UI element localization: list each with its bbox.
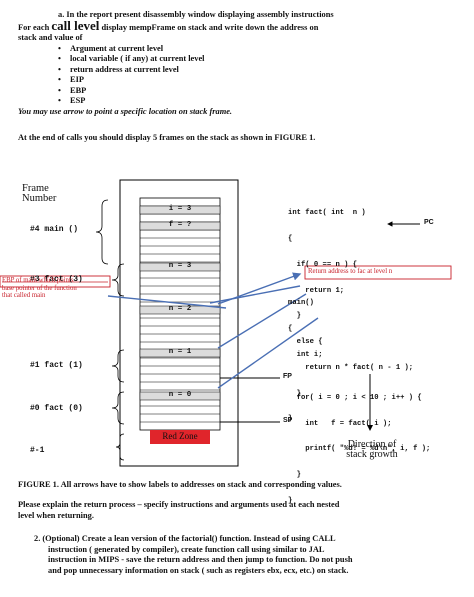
- intro-line-3: stack and value of: [18, 33, 83, 42]
- blue-arrows: [107, 272, 319, 389]
- return-note-box: [304, 265, 452, 280]
- optional-line-4: and pop unnecessary information on stack…: [48, 565, 349, 575]
- brace-minus1: [115, 433, 125, 461]
- return-note: Return address to fac at level n: [308, 268, 393, 275]
- cell-n3: [139, 262, 221, 272]
- intro-call-level: call level: [51, 17, 100, 33]
- cell-n0: [139, 391, 221, 401]
- intro-line-2: For each call level display mempFrame on…: [18, 17, 458, 34]
- frames-note: At the end of calls you should display 5…: [18, 133, 316, 142]
- code-line: printf( "%d! = %d\n", i, f );: [288, 445, 431, 454]
- cell-label-i: i = 3: [168, 205, 192, 213]
- cell-n1: [139, 348, 221, 358]
- sp-label: SP: [283, 417, 293, 424]
- code-line: }: [288, 389, 301, 398]
- frame-label-fact1: #1 fact (1): [30, 361, 83, 370]
- frame-number-label: Frame Number: [22, 183, 57, 204]
- cell-label-n0: n = 0: [168, 391, 192, 399]
- brace-main: [95, 199, 109, 265]
- intro-line-2-post: display mempFrame on stack and write dow…: [99, 22, 319, 32]
- code-line: }: [288, 496, 293, 505]
- code-line: int i;: [288, 350, 323, 359]
- arrow-note: You may use arrow to point a specific lo…: [18, 106, 233, 116]
- brace-fact1: [111, 349, 125, 383]
- direction-line-1: Direction of: [347, 439, 397, 450]
- cell-f: [139, 221, 221, 231]
- intro-line-1: a. In the report present disassembly win…: [58, 10, 334, 19]
- frame-number-label-1: Frame: [22, 183, 49, 194]
- direction-line-2: stack growth: [346, 449, 398, 460]
- optional-section: 2. (Optional) Create a lean version of t…: [34, 534, 464, 576]
- code-line: for( i = 0 ; i < 10 ; i++ ) {: [288, 393, 422, 402]
- explain-line-1: Please explain the return process – spec…: [18, 500, 340, 509]
- frame-number-label-2: Number: [22, 193, 57, 204]
- code-main: main() { int i; for( i = 0 ; i < 10 ; i+…: [288, 282, 430, 523]
- code-line: {: [288, 234, 293, 243]
- optional-line-2: instruction ( generated by compiler), cr…: [48, 544, 325, 554]
- code-line: return n * fact( n - 1 );: [288, 363, 414, 372]
- ebp-note-line-1: EBP of main which points: [2, 277, 74, 284]
- cell-label-n2: n = 2: [168, 305, 192, 313]
- code-line: main(): [288, 299, 314, 308]
- red-zone: [150, 430, 210, 444]
- ebp-note-line-3: that called main: [2, 292, 46, 300]
- stack-diagram: [0, 179, 452, 467]
- ebp-note: EBP of main which points base pointer of…: [2, 277, 110, 300]
- bullet-item: return address at current level: [56, 65, 458, 76]
- caption: FIGURE 1. All arrows have to show labels…: [18, 480, 342, 489]
- optional-line-3: instruction in MIPS - save the return ad…: [48, 555, 353, 564]
- frame-label-fact3: #3 fact (3): [30, 275, 83, 284]
- intro-section: a. In the report present disassembly win…: [18, 10, 458, 144]
- code-line: }: [288, 415, 293, 424]
- brace-fact3: [111, 263, 125, 297]
- figure-1: Frame Number: [0, 178, 474, 505]
- brace-fact0: [111, 391, 125, 425]
- frame-label-fact0: #0 fact (0): [30, 404, 83, 413]
- pc-label: PC: [424, 219, 434, 226]
- explain-section: Please explain the return process – spec…: [18, 500, 458, 521]
- code-line: }: [288, 471, 301, 480]
- code-line: int f = fact( i );: [288, 419, 392, 428]
- code-line: }: [288, 312, 301, 321]
- cell-label-f: f = ?: [168, 221, 192, 229]
- frame-label-main: #4 main (): [30, 225, 79, 234]
- intro-line-2-pre: For each: [18, 22, 52, 32]
- cell-n2: [139, 305, 221, 315]
- code-line: if( 0 == n ) {: [288, 260, 358, 269]
- ebp-note-line-2: base pointer of the function: [2, 284, 77, 292]
- bullet-item: ESP: [56, 96, 458, 107]
- bullet-item: EIP: [56, 75, 458, 86]
- cell-label-n1: n = 1: [168, 348, 192, 356]
- ebp-note-box: [0, 275, 111, 288]
- bullet-item: local variable ( if any) at current leve…: [56, 54, 458, 65]
- red-zone-label: Red Zone: [162, 431, 198, 441]
- code-line: int fact( int n ): [288, 209, 366, 218]
- cell-label-n3: n = 3: [168, 262, 192, 270]
- code-line: {: [288, 324, 293, 333]
- optional-line-1: 2. (Optional) Create a lean version of t…: [34, 534, 336, 543]
- code-fact: int fact( int n ) { if( 0 == n ) { retur…: [288, 192, 413, 441]
- bullet-item: EBP: [56, 86, 458, 97]
- direction-label: Direction of stack growth: [330, 440, 414, 460]
- bullet-list: Argument at current level local variable…: [56, 44, 458, 107]
- cell-i: [139, 205, 221, 215]
- frame-label-minus1: #-1: [30, 446, 45, 455]
- fp-label: FP: [283, 373, 292, 380]
- explain-line-2: level when returning.: [18, 510, 94, 520]
- code-line: else {: [288, 338, 323, 347]
- code-line: return 1;: [288, 286, 345, 295]
- bullet-item: Argument at current level: [56, 44, 458, 55]
